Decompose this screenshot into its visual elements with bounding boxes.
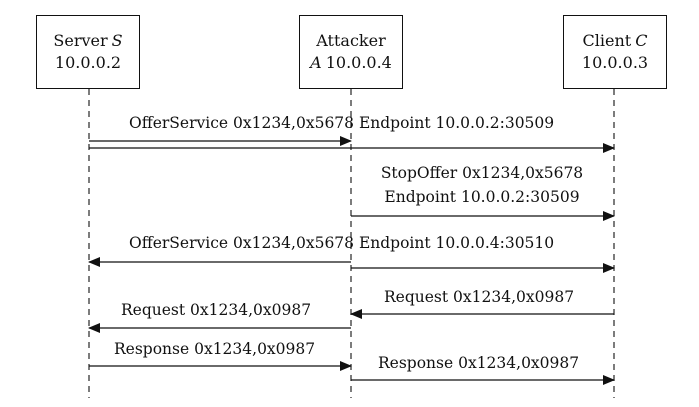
- message-label-request-client: Request 0x1234,0x0987: [384, 288, 575, 306]
- message-label-response-server: Response 0x1234,0x0987: [114, 340, 316, 358]
- message-label-offerservice-attacker: OfferService 0x1234,0x5678 Endpoint 10.0…: [129, 234, 555, 252]
- message-label-stopoffer-line2: Endpoint 10.0.0.2:30509: [384, 188, 580, 206]
- server-symbol: S: [111, 31, 123, 50]
- message-label-offerservice-server: OfferService 0x1234,0x5678 Endpoint 10.0…: [129, 114, 555, 132]
- message-label-response-attacker: Response 0x1234,0x0987: [378, 354, 580, 372]
- attacker-name: Attacker: [316, 31, 386, 50]
- message-label-stopoffer-line1: StopOffer 0x1234,0x5678: [380, 164, 584, 182]
- client-ip: 10.0.0.3: [581, 53, 649, 72]
- attacker-ip: 10.0.0.4: [325, 53, 392, 72]
- server-ip: 10.0.0.2: [54, 53, 122, 72]
- attacker-symbol: A: [310, 53, 322, 72]
- client-name: Client: [582, 31, 632, 50]
- server-name: Server: [53, 31, 108, 50]
- message-label-request-attacker: Request 0x1234,0x0987: [121, 301, 312, 319]
- client-symbol: C: [635, 31, 648, 50]
